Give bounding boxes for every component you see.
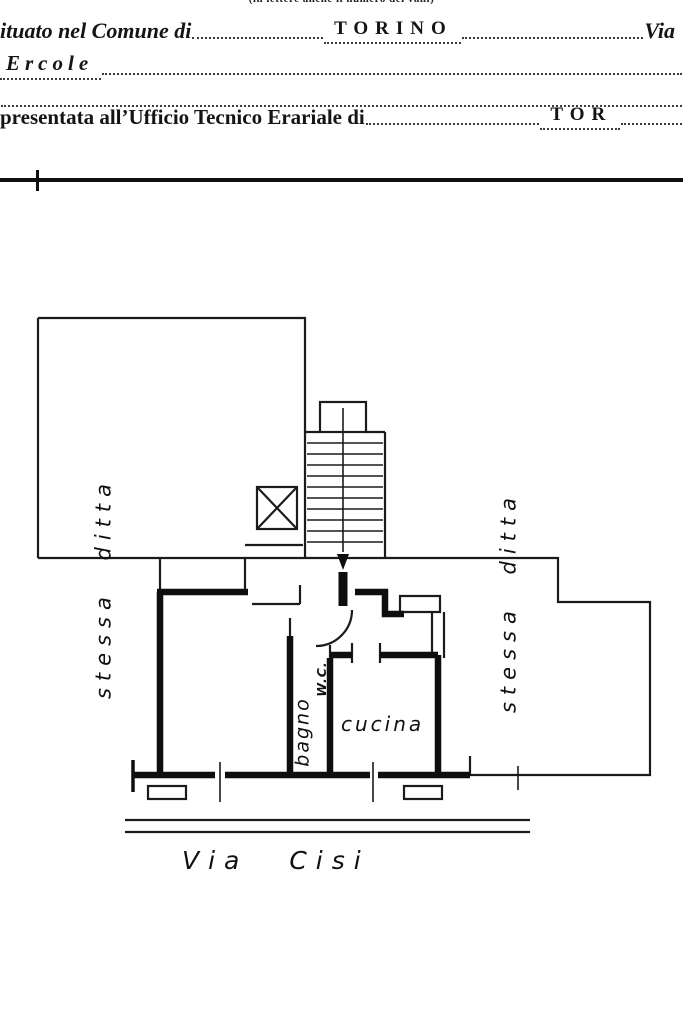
office-label: presentata all’Ufficio Tecnico Erariale … xyxy=(0,105,365,129)
comune-value: TORINO xyxy=(324,18,461,44)
form-line-street-name: Ercole xyxy=(0,50,683,80)
entry-door-marks xyxy=(252,585,302,606)
label-street: Via Cisi xyxy=(182,846,370,875)
stairs-hatching xyxy=(307,442,383,543)
dotted-leader xyxy=(1,105,682,107)
label-bathroom: bagno xyxy=(291,697,314,767)
window-sill-left xyxy=(146,784,188,801)
elevator-cross xyxy=(256,486,298,530)
neighbor-left-outline xyxy=(36,316,307,558)
door-swing-arc xyxy=(315,609,354,648)
label-left-neighbor: stessa ditta xyxy=(91,476,116,700)
stairwell-walls xyxy=(305,430,387,558)
form-line-comune: ituato nel Comune di TORINO Via xyxy=(0,14,683,44)
street-name-value: Ercole xyxy=(0,51,102,80)
dotted-leader xyxy=(102,73,682,75)
dotted-leader xyxy=(621,123,682,125)
stair-arrow-head xyxy=(337,554,349,570)
label-kitchen: cucina xyxy=(341,712,425,736)
dotted-leader xyxy=(192,37,324,39)
divider-tick xyxy=(36,170,39,191)
kitchen-door-jambs xyxy=(350,643,382,663)
elevator-shaft xyxy=(255,485,299,531)
form-line-blank xyxy=(0,82,683,112)
window-sill-right xyxy=(402,784,444,801)
sidewalk-lines xyxy=(125,818,530,834)
neighbor-right-outline xyxy=(38,556,652,777)
label-wc: W.C. xyxy=(313,661,329,697)
comune-label: ituato nel Comune di xyxy=(0,18,192,43)
office-value: TOR xyxy=(540,104,621,130)
dotted-leader xyxy=(365,123,540,125)
form-line-office: presentata all’Ufficio Tecnico Erariale … xyxy=(0,100,683,130)
wall-tick-marks xyxy=(219,762,519,802)
via-label: Via xyxy=(644,18,675,43)
form-small-print: (in lettere anche il numero dei vani) xyxy=(249,0,435,5)
apartment-top-wall-right xyxy=(355,588,404,618)
section-divider-rule xyxy=(0,178,683,182)
label-right-neighbor: stessa ditta xyxy=(496,490,521,714)
dotted-leader xyxy=(461,37,644,39)
corridor-connectors xyxy=(158,558,247,592)
window-detail-topright xyxy=(398,594,446,658)
bathroom-wall-ends xyxy=(288,618,332,658)
